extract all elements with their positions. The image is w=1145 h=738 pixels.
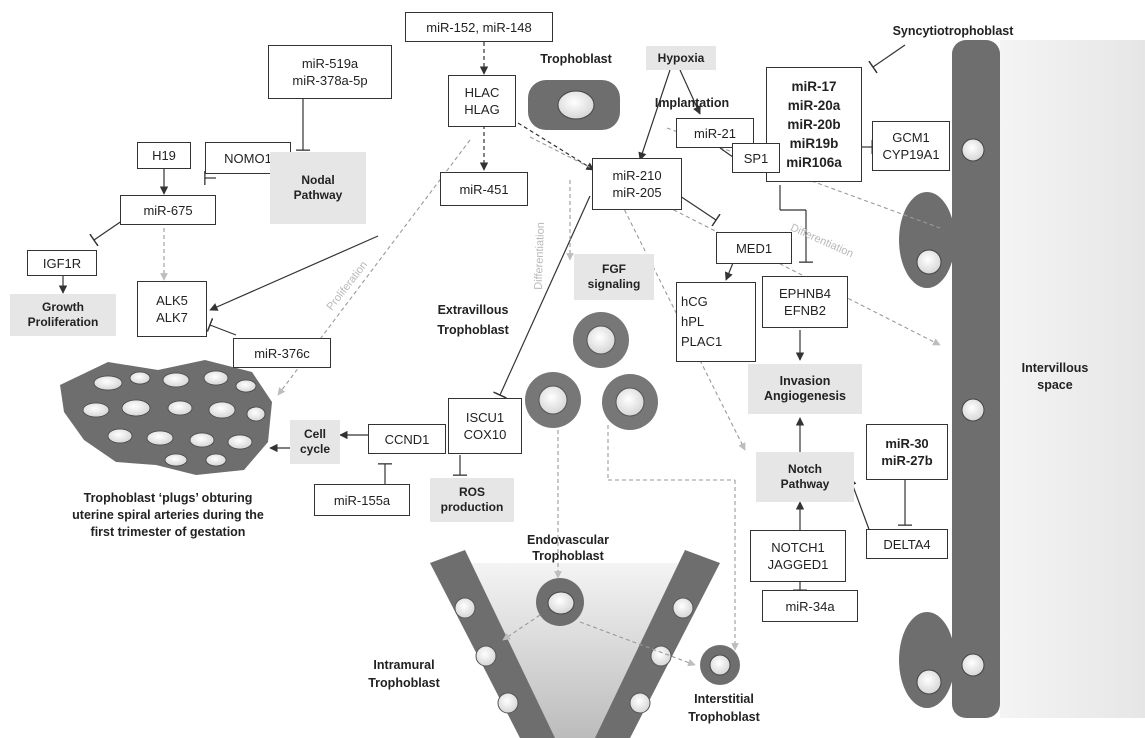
- alk-box: ALK5 ALK7: [137, 281, 207, 337]
- syncytiotrophoblast-label: Syncytiotrophoblast: [868, 24, 1038, 39]
- implantation-label: Implantation: [636, 96, 748, 111]
- ephnb4-box: EPHNB4 EFNB2: [762, 276, 848, 328]
- mir378-text: miR-378a-5p: [292, 72, 367, 89]
- mir210-text: miR-210: [612, 167, 661, 184]
- mir152-text: miR-152, miR-148: [426, 19, 531, 36]
- alk7-text: ALK7: [156, 309, 188, 326]
- hcg-box: hCG hPL PLAC1: [676, 282, 756, 362]
- ephnb4-text: EPHNB4: [779, 285, 831, 302]
- ccnd1-box: CCND1: [368, 424, 446, 454]
- mir19b-text: miR19b: [790, 134, 839, 153]
- hlac-box: HLAC HLAG: [448, 75, 516, 127]
- cox10-text: COX10: [464, 426, 507, 443]
- igf1r-box: IGF1R: [27, 250, 97, 276]
- hpl-text: hPL: [681, 312, 704, 332]
- mir17-text: miR-17: [791, 77, 836, 96]
- mir376c-box: miR-376c: [233, 338, 331, 368]
- hypoxia-box: Hypoxia: [646, 46, 716, 70]
- med1-box: MED1: [716, 232, 792, 264]
- notch1-box: NOTCH1 JAGGED1: [750, 530, 846, 582]
- trophoblast-plugs-cluster: [60, 360, 272, 475]
- mir30-text: miR-30: [885, 435, 928, 452]
- mir451-box: miR-451: [440, 172, 528, 206]
- differentiation-mid-label: Differentiation: [533, 222, 547, 290]
- trophoblast-label: Trophoblast: [526, 52, 626, 67]
- mir675-box: miR-675: [120, 195, 216, 225]
- jagged1-text: JAGGED1: [768, 556, 829, 573]
- hlag-text: HLAG: [464, 101, 499, 118]
- alk5-text: ALK5: [156, 292, 188, 309]
- mir27b-text: miR-27b: [881, 452, 932, 469]
- mir17-cluster-box: miR-17 miR-20a miR-20b miR19b miR106a: [766, 67, 862, 182]
- mir20b-text: miR-20b: [787, 115, 840, 134]
- interstitial-cell: [700, 645, 740, 685]
- mir155a-box: miR-155a: [314, 484, 410, 516]
- h19-box: H19: [137, 142, 191, 169]
- delta4-box: DELTA4: [866, 529, 948, 559]
- gcm1-box: GCM1 CYP19A1: [872, 121, 950, 171]
- iscu1-text: ISCU1: [466, 409, 504, 426]
- mir30-box: miR-30 miR-27b: [866, 424, 948, 480]
- mir519a-text: miR-519a: [302, 55, 358, 72]
- extravillous-cells: [525, 312, 658, 430]
- gcm1-text: GCM1: [892, 129, 930, 146]
- trophoblast-cell-icon: [528, 80, 620, 130]
- notch1-text: NOTCH1: [771, 539, 824, 556]
- hcg-text: hCG: [681, 292, 708, 312]
- efnb2-text: EFNB2: [784, 302, 826, 319]
- cyp19a1-text: CYP19A1: [882, 146, 939, 163]
- mir20a-text: miR-20a: [788, 96, 841, 115]
- mir34a-box: miR-34a: [762, 590, 858, 622]
- iscu1-box: ISCU1 COX10: [448, 398, 522, 454]
- mir152-box: miR-152, miR-148: [405, 12, 553, 42]
- mir519-box: miR-519a miR-378a-5p: [268, 45, 392, 99]
- mir210-box: miR-210 miR-205: [592, 158, 682, 210]
- mir106a-text: miR106a: [786, 153, 842, 172]
- plac1-text: PLAC1: [681, 332, 722, 352]
- mir205-text: miR-205: [612, 184, 661, 201]
- sp1-box: SP1: [732, 143, 780, 173]
- hlac-text: HLAC: [465, 84, 500, 101]
